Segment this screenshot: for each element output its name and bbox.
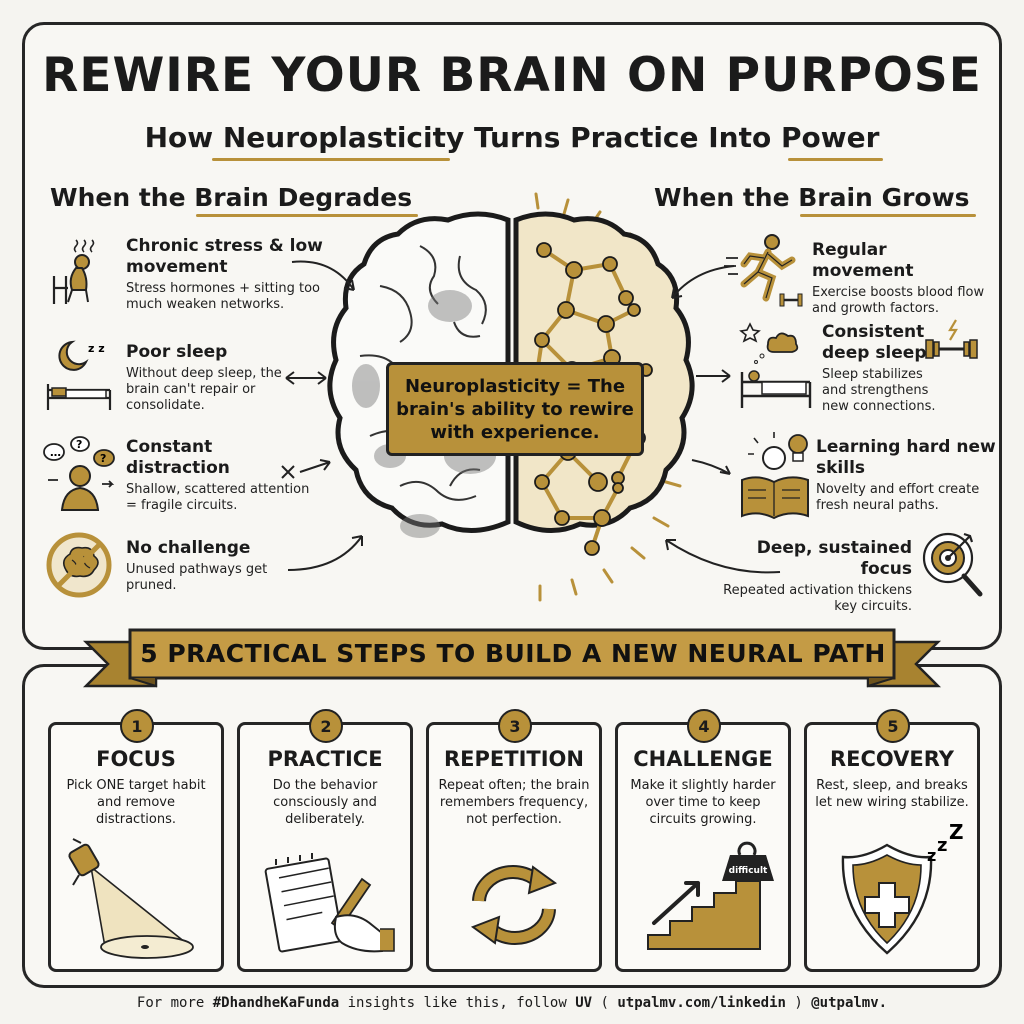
degrade-item: No challenge Unused pathways get pruned. xyxy=(126,538,286,594)
step-text: Do the behavior consciously and delibera… xyxy=(272,778,378,827)
reading-book-icon xyxy=(738,432,812,522)
footer-text: ) xyxy=(785,995,812,1011)
svg-text:z: z xyxy=(927,846,936,865)
arrow-icon xyxy=(286,532,366,576)
footer-link[interactable]: utpalmv.com/linkedin xyxy=(617,995,786,1011)
arrow-icon xyxy=(290,254,360,298)
degrade-item-title: Chronic stress & low movement xyxy=(126,236,323,277)
arrow-icon xyxy=(690,456,734,484)
svg-text:Z: Z xyxy=(949,820,964,844)
distracted-person-icon: … ? ? xyxy=(40,436,120,516)
step-card-repetition: 3 REPETITION Repeat often; the brain rem… xyxy=(426,709,602,972)
stairs-weight-icon: difficult xyxy=(618,837,788,963)
degrade-item-title: Poor sleep xyxy=(126,342,228,362)
dumbbell-icon xyxy=(924,318,980,362)
banner-ribbon xyxy=(82,616,942,700)
step-text: Make it slightly harder over time to kee… xyxy=(630,778,776,827)
step-title: CHALLENGE xyxy=(633,747,773,771)
degrade-item-desc: Without deep sleep, the brain can't repa… xyxy=(126,366,282,413)
degrade-item-title: Constant distraction xyxy=(126,437,230,478)
degrade-item: Constant distraction Shallow, scattered … xyxy=(126,437,316,514)
svg-text:z z: z z xyxy=(88,342,105,355)
step-title: REPETITION xyxy=(444,747,584,771)
svg-text:z: z xyxy=(937,835,947,856)
step-card-recovery: 5 RECOVERY Rest, sleep, and breaks let n… xyxy=(804,709,980,972)
degrade-item-desc: Unused pathways get pruned. xyxy=(126,562,268,593)
step-text: Rest, sleep, and breaks let new wiring s… xyxy=(815,778,969,810)
spotlight-icon xyxy=(51,837,221,963)
writing-hand-icon xyxy=(240,837,410,963)
sleep-bed-icon xyxy=(739,316,814,416)
grow-item: Consistent deep sleep Sleep stabilizes a… xyxy=(822,322,942,415)
degrade-item: Poor sleep Without deep sleep, the brain… xyxy=(126,342,286,414)
arrow-icon xyxy=(666,262,736,306)
runner-icon xyxy=(724,232,808,314)
step-text: Repeat often; the brain remembers freque… xyxy=(438,778,590,827)
svg-text:…: … xyxy=(50,446,61,459)
degrade-item-desc: Shallow, scattered attention = fragile c… xyxy=(126,482,310,513)
page-subtitle: How Neuroplasticity Turns Practice Into … xyxy=(144,121,880,154)
step-title: FOCUS xyxy=(96,747,176,771)
step-card-practice: 2 PRACTICE Do the behavior consciously a… xyxy=(237,709,413,972)
step-number: 3 xyxy=(498,709,532,743)
grow-item-title: Consistent deep sleep xyxy=(822,322,927,363)
svg-text:?: ? xyxy=(100,452,106,465)
banner-title: 5 PRACTICAL STEPS TO BUILD A NEW NEURAL … xyxy=(140,638,886,668)
lightbulb-icon xyxy=(786,432,810,470)
step-number: 5 xyxy=(876,709,910,743)
grow-item-title: Learning hard new skills xyxy=(816,437,996,478)
no-brain-icon xyxy=(44,530,114,604)
degrades-heading: When the Brain Degrades xyxy=(50,183,413,212)
grow-item-desc: Novelty and effort create fresh neural p… xyxy=(816,482,980,513)
subtitle-underline xyxy=(788,158,883,161)
degrade-item-title: No challenge xyxy=(126,538,251,558)
step-card-challenge: 4 CHALLENGE Make it slightly harder over… xyxy=(615,709,791,972)
page-title: REWIRE YOUR BRAIN ON PURPOSE xyxy=(42,48,982,103)
footer-credit: For more #DhandheKaFunda insights like t… xyxy=(0,995,1024,1011)
step-number: 2 xyxy=(309,709,343,743)
degrade-item-desc: Stress hormones + sitting too much weake… xyxy=(126,281,320,312)
subtitle-underline xyxy=(212,158,450,161)
grow-item: Learning hard new skills Novelty and eff… xyxy=(816,437,996,514)
grows-heading-underline xyxy=(800,214,976,217)
grow-item-title: Deep, sustained focus xyxy=(756,538,912,579)
stressed-person-icon xyxy=(46,236,106,310)
shield-sleep-icon: z z Z xyxy=(807,820,977,963)
footer-text: insights like this, follow xyxy=(339,995,576,1011)
footer-text: ( xyxy=(592,995,618,1011)
arrow-icon xyxy=(662,536,782,580)
step-number: 1 xyxy=(120,709,154,743)
cycle-arrows-icon xyxy=(429,837,599,963)
step-title: RECOVERY xyxy=(829,747,955,771)
difficult-weight-label: difficult xyxy=(729,866,768,876)
step-text: Pick ONE target habit and remove distrac… xyxy=(66,778,206,827)
double-arrow-icon xyxy=(284,370,328,390)
grows-heading: When the Brain Grows xyxy=(654,183,970,212)
grow-item: Regular movement Exercise boosts blood f… xyxy=(812,240,992,317)
step-card-focus: 1 FOCUS Pick ONE target habit and remove… xyxy=(48,709,224,972)
top-panel xyxy=(22,22,1002,650)
arrow-icon xyxy=(694,368,734,388)
step-title: PRACTICE xyxy=(267,747,383,771)
grow-item-title: Regular movement xyxy=(812,240,914,281)
moon-bed-icon: z z xyxy=(44,338,114,416)
grow-item: Deep, sustained focus Repeated activatio… xyxy=(700,538,912,615)
neuroplasticity-definition: Neuroplasticity = The brain's ability to… xyxy=(386,362,644,456)
degrade-item: Chronic stress & low movement Stress hor… xyxy=(126,236,326,313)
grow-item-desc: Repeated activation thickens key circuit… xyxy=(723,583,912,614)
blocked-arrow-icon xyxy=(280,456,334,486)
step-number: 4 xyxy=(687,709,721,743)
svg-text:?: ? xyxy=(76,438,82,451)
footer-handle[interactable]: @utpalmv. xyxy=(811,995,888,1011)
footer-hashtag[interactable]: #DhandheKaFunda xyxy=(212,995,340,1011)
target-icon xyxy=(920,528,986,602)
footer-text: For more xyxy=(136,995,213,1011)
grow-item-desc: Exercise boosts blood flow and growth fa… xyxy=(812,285,985,316)
footer-author: UV xyxy=(575,995,593,1011)
degrades-heading-underline xyxy=(196,214,418,217)
grow-item-desc: Sleep stabilizes and strengthens new con… xyxy=(822,367,936,414)
